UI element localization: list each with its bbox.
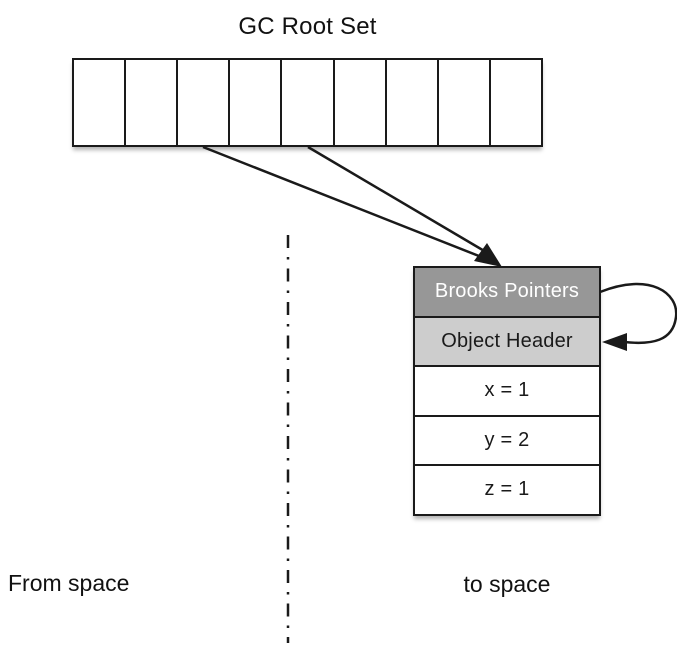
object-row-x-1: x = 1	[415, 365, 599, 415]
root-set-cell-7	[384, 60, 437, 145]
gc-root-set-array	[72, 58, 543, 147]
pointer-arrowhead-icon	[474, 243, 502, 267]
self-loop-arrowhead-icon	[602, 333, 627, 351]
root-set-cell-1	[74, 60, 125, 145]
root-set-cell-2	[124, 60, 177, 145]
object-row-z-1: z = 1	[415, 464, 599, 514]
object-row-object-header: Object Header	[415, 315, 599, 365]
from-space-label: From space	[8, 570, 130, 596]
object-row-brooks-pointers: Brooks Pointers	[415, 268, 599, 316]
to-space-label: to space	[463, 571, 551, 597]
pointer-arrow-left	[202, 145, 485, 260]
brooks-self-loop-arrow	[599, 282, 677, 345]
root-set-cell-3	[176, 60, 229, 145]
root-set-cell-6	[332, 60, 385, 145]
root-set-cell-4	[228, 60, 281, 145]
root-set-cell-5	[280, 60, 333, 145]
root-set-cell-8	[436, 60, 489, 145]
object-row-y-2: y = 2	[415, 414, 599, 464]
page-title: GC Root Set	[238, 13, 377, 40]
root-set-cell-9	[488, 60, 541, 145]
pointer-arrow-right	[307, 145, 487, 254]
